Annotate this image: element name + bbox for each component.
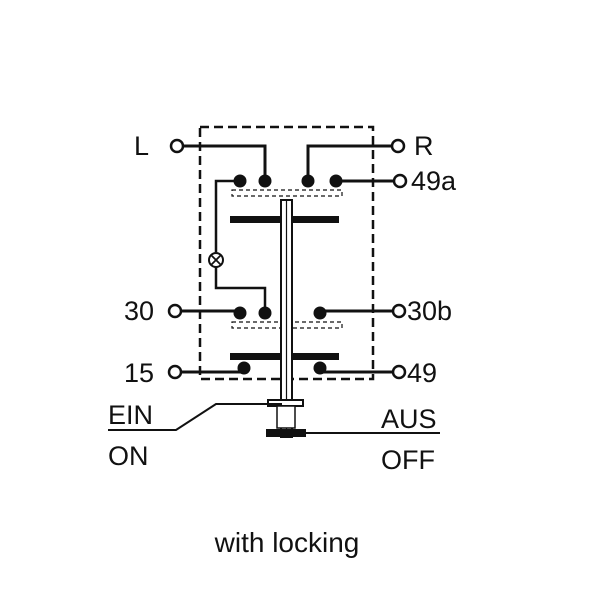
label-30b: 30b [407, 296, 452, 326]
contact-dot [258, 174, 272, 188]
caption: with locking [214, 527, 360, 558]
on-position-line [108, 403, 282, 431]
locking-cap-stem [276, 405, 296, 429]
label-ein: EIN [108, 400, 153, 430]
lamp-wire [214, 179, 240, 252]
lamp-wire [214, 267, 267, 312]
contact-bridge-dashed [231, 189, 343, 197]
lamp-cross [210, 254, 222, 266]
label-r: R [414, 131, 434, 161]
terminal-15 [167, 364, 183, 380]
terminal-30 [167, 303, 183, 319]
label-aus: AUS [381, 404, 437, 434]
label-30: 30 [124, 296, 154, 326]
contact-dot [301, 174, 315, 188]
terminal-49a [392, 173, 408, 189]
contact-dot [237, 361, 251, 375]
contact-dot [233, 306, 247, 320]
terminal-r [390, 138, 406, 154]
label-l: L [134, 131, 149, 161]
contact-dot [329, 174, 343, 188]
label-15: 15 [124, 358, 154, 388]
terminal-49 [391, 364, 407, 380]
label-off: OFF [381, 445, 435, 475]
contact-dot [313, 306, 327, 320]
label-49: 49 [407, 358, 437, 388]
label-49a: 49a [411, 166, 457, 196]
terminal-30b [391, 303, 407, 319]
actuator-base-bar [266, 429, 306, 437]
contact-dot [258, 306, 272, 320]
wire-r [306, 144, 392, 180]
terminal-l [169, 138, 185, 154]
wire-l [183, 144, 267, 180]
label-on: ON [108, 441, 149, 471]
